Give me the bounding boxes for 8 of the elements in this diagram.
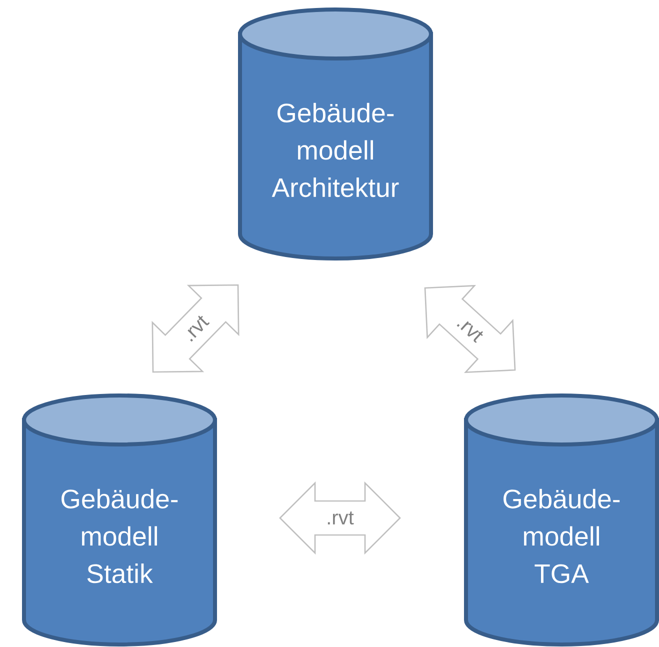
edge-label: .rvt [325,510,355,526]
double-arrow [152,284,240,373]
double-arrow [279,481,401,555]
database-cylinder: Gebäude- modell TGA [464,394,659,646]
database-cylinder: Gebäude- modell Statik [22,394,217,646]
database-cylinder: Gebäude- modell Architektur [238,8,433,260]
edge-label: .rvt [180,313,211,344]
edge-label: .rvt [454,314,486,344]
